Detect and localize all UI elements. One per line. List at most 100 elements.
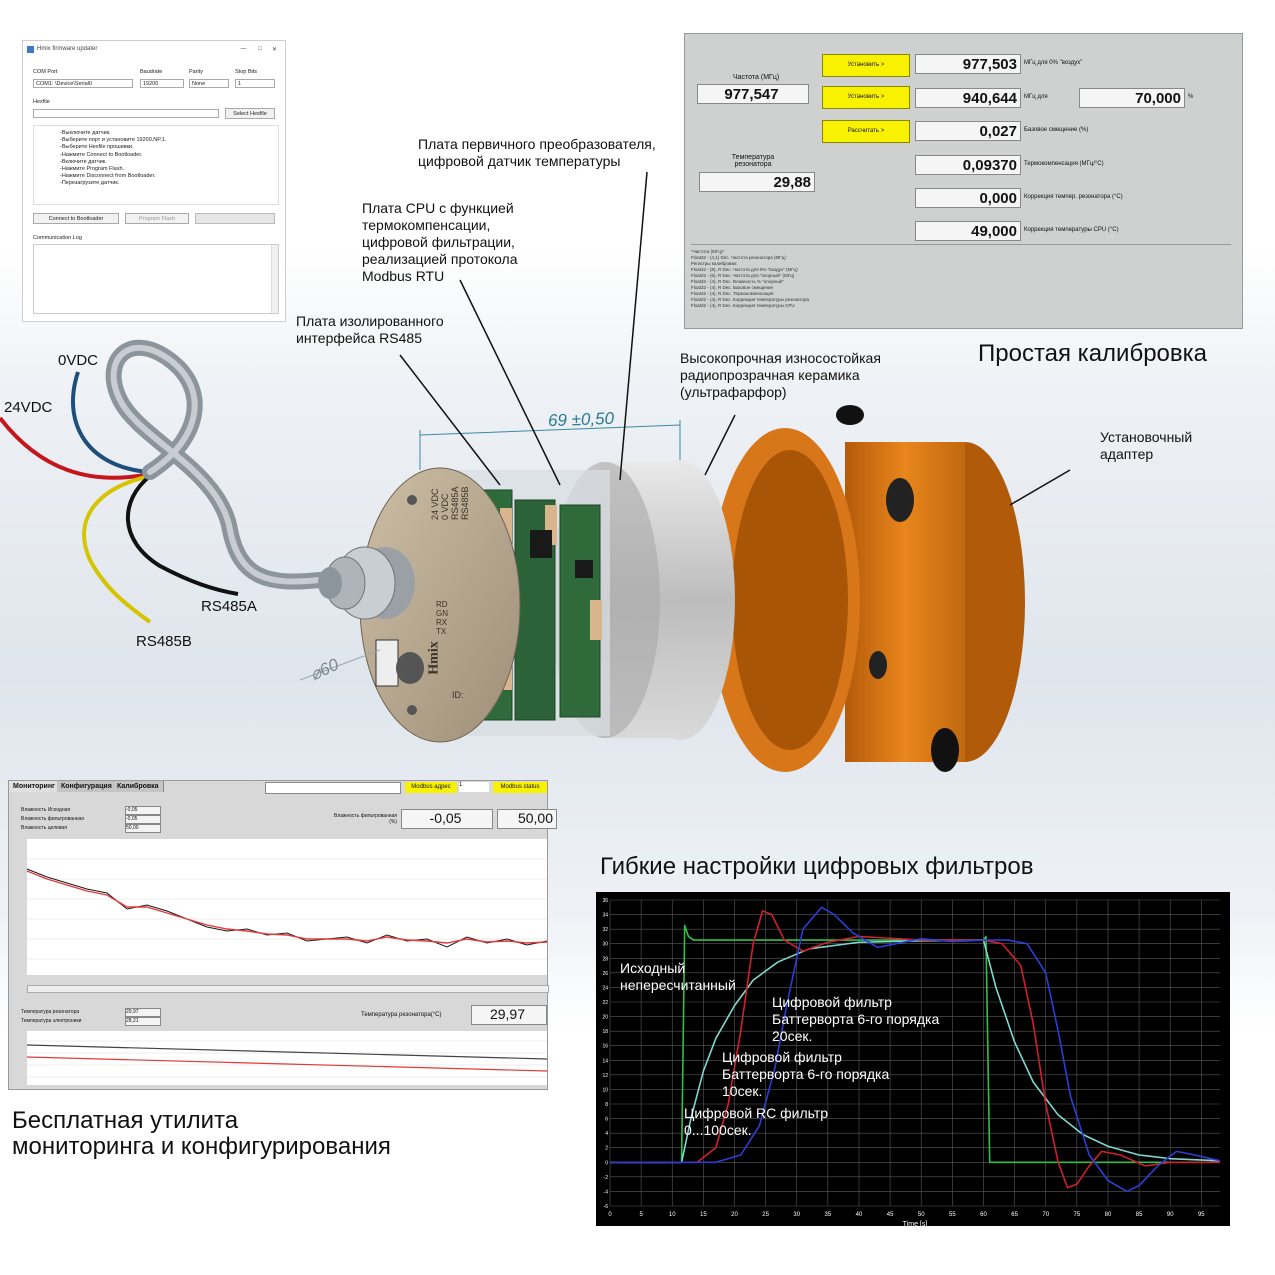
annotation-line: 0...100сек.	[684, 1122, 752, 1138]
base-offset-field[interactable]: 0,027	[915, 121, 1021, 141]
stopbits-select[interactable]: 1	[235, 79, 275, 88]
temperature-trend-plot	[26, 1031, 548, 1085]
cpu-correction-field[interactable]: 49,000	[915, 221, 1021, 241]
base-offset-caption: Базовое смещение (%)	[1024, 127, 1089, 133]
tab-calibration[interactable]: Калибровка	[113, 781, 164, 792]
annotation-line: Цифровой фильтр	[772, 994, 892, 1010]
instructions-list: -Выключите датчик. -Выберите порт и уста…	[60, 130, 166, 188]
callout-rs485-board: Плата изолированного интерфейса RS485	[296, 313, 444, 347]
annotation-raw: Исходный непересчитанный	[620, 960, 736, 994]
temp-label-electronics: Температура электроники	[21, 1018, 82, 1024]
note-line: Float32 - (4,1) Dec. Частота резонатора …	[691, 255, 786, 260]
thermo-compensation-field[interactable]: 0,09370	[915, 155, 1021, 175]
connector-label: 24 VDC	[430, 488, 440, 520]
series-value-target: 50,00	[125, 824, 161, 833]
wire-24v	[0, 416, 151, 480]
instruction-line: -Нажмите Disconnect from Bootloader.	[60, 173, 156, 180]
parity-label: Parity	[189, 69, 204, 75]
target-humidity-value[interactable]: 50,00	[497, 809, 557, 829]
annotation-line: Цифровой фильтр	[722, 1049, 842, 1065]
callout-line: Плата изолированного	[296, 313, 444, 329]
register-notes: *Частота (МГц)* Float32 - (4,1) Dec. Час…	[691, 244, 1231, 309]
set-air-button[interactable]: Установить >	[822, 54, 910, 77]
minimize-icon[interactable]: —	[240, 46, 247, 52]
tab-monitoring[interactable]: Мониторинг	[9, 781, 60, 792]
hexfile-input[interactable]	[33, 109, 219, 118]
callout-line: радиопрозрачная керамика	[680, 367, 860, 383]
y-tick-label: 36	[602, 898, 608, 904]
sensor-illustration	[0, 171, 1071, 772]
x-tick-label: 20	[731, 1212, 738, 1218]
annotation-line: 20сек.	[772, 1028, 813, 1044]
utility-heading-line: мониторинга и конфигурирования	[12, 1133, 391, 1160]
x-tick-label: 90	[1167, 1212, 1174, 1218]
callout-sensor-board: Плата первичного преобразователя, цифров…	[418, 136, 656, 170]
note-line: Float32 - (4), R Dec. Базовое смещение	[691, 285, 774, 290]
series-label-raw: Влажность Исходная	[21, 807, 71, 813]
annotation-line: Исходный	[620, 960, 686, 976]
y-tick-label: 8	[605, 1102, 608, 1108]
instructions-box: -Выключите датчик. -Выберите порт и уста…	[33, 125, 279, 205]
reference-frequency-caption: МГц для	[1024, 94, 1048, 100]
frequency-value: 977,547	[697, 84, 809, 104]
filtered-humidity-label: Влажность фильтрованная (%)	[334, 813, 397, 825]
modbus-status: Modbus status	[493, 782, 547, 793]
close-icon[interactable]: ✕	[271, 46, 277, 53]
x-tick-label: 10	[669, 1212, 676, 1218]
callout-line: термокомпенсации,	[362, 217, 491, 233]
monitoring-panel: Мониторинг Конфигурация Калибровка Modbu…	[8, 780, 557, 1090]
set-reference-button[interactable]: Установить >	[822, 86, 910, 109]
wire-label-rs485a: RS485A	[201, 598, 257, 615]
humidity-trend-plot	[26, 839, 548, 975]
connector-label: 0 VDC	[440, 493, 450, 520]
communication-log[interactable]	[33, 244, 279, 314]
callout-line: адаптер	[1100, 446, 1154, 462]
parity-select[interactable]: None	[189, 79, 229, 88]
note-line: Float32 - (4), R Dec. Термокомпенсация	[691, 291, 774, 296]
program-flash-button[interactable]: Program Flash	[125, 213, 189, 224]
modbus-address-value[interactable]: 1	[459, 782, 489, 792]
y-tick-label: 18	[602, 1029, 608, 1035]
calibration-heading: Простая калибровка	[978, 340, 1208, 367]
y-tick-label: 26	[602, 971, 608, 977]
led-label: RD	[436, 600, 448, 609]
x-tick-label: 45	[887, 1212, 894, 1218]
x-tick-label: 85	[1136, 1212, 1143, 1218]
y-tick-label: 28	[602, 956, 608, 962]
series-label-filtered: Влажность фильтрованная	[21, 816, 84, 822]
connect-bootloader-button[interactable]: Connect to Bootloader	[33, 213, 119, 224]
modbus-address-field[interactable]	[265, 782, 401, 794]
select-hexfile-button[interactable]: Select Hexfile	[225, 108, 275, 119]
calculate-button[interactable]: Рассчитать >	[822, 120, 910, 143]
log-scrollbar[interactable]	[271, 245, 278, 313]
temp-value-resonator: 29,97	[125, 1008, 161, 1017]
reference-percent-field[interactable]: 70,000	[1079, 88, 1185, 108]
note-line: Регистры калибровки:	[691, 261, 738, 266]
resonator-correction-caption: Коррекция темпер. резонатора (°C)	[1024, 194, 1123, 200]
resonator-correction-field[interactable]: 0,000	[915, 188, 1021, 208]
tab-configuration[interactable]: Конфигурация	[57, 781, 117, 792]
connector-label-block: 24 VDC 0 VDC RS485A RS485B	[430, 486, 470, 520]
note-line: Float32 - (6), R Dec. Частота для "опорн…	[691, 273, 795, 278]
window-titlebar: Hmix firmware updater — □ ✕	[23, 41, 285, 57]
air-frequency-field[interactable]: 977,503	[915, 54, 1021, 74]
led-label: RX	[436, 618, 448, 627]
firmware-updater-window: Hmix firmware updater — □ ✕ COM Port COM…	[22, 40, 286, 322]
note-line: Float32 - (4), R Dec. Коррекция температ…	[691, 297, 809, 302]
x-tick-label: 0	[608, 1212, 612, 1218]
window-title: Hmix firmware updater	[37, 46, 98, 52]
trend-scrollbar[interactable]	[27, 985, 549, 993]
y-tick-label: 30	[602, 942, 608, 948]
baudrate-select[interactable]: 19200	[140, 79, 184, 88]
maximize-icon[interactable]: □	[258, 46, 262, 52]
x-tick-label: 5	[639, 1212, 643, 1218]
modbus-address-label: Modbus адрес	[405, 782, 457, 793]
temp-electronics-line	[26, 1044, 548, 1060]
callout-line: Установочный	[1100, 429, 1193, 445]
reference-frequency-field[interactable]: 940,644	[915, 88, 1021, 108]
resonator-temp-caption: Температура резонатора(°C)	[361, 1012, 442, 1018]
utility-heading: Бесплатная утилита мониторинга и конфигу…	[12, 1108, 391, 1160]
com-port-select[interactable]: COM1: \Device\Serial0	[33, 79, 133, 88]
instruction-line: -Выключите датчик.	[60, 130, 111, 136]
